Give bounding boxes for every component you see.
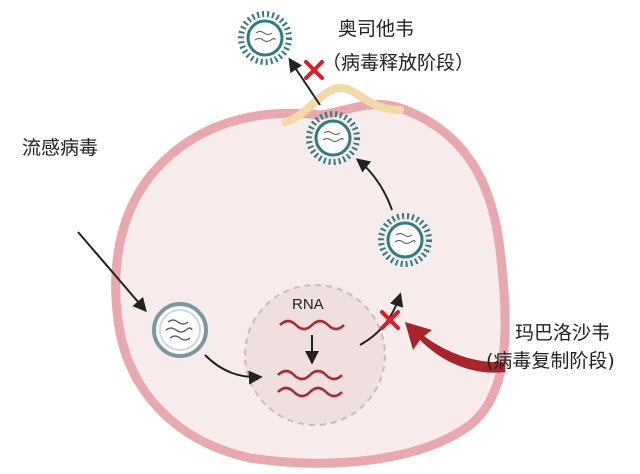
influenza-label: 流感病毒 — [22, 137, 99, 159]
drug-curved-arrow — [405, 322, 505, 373]
drug1-name-label: 奥司他韦 — [338, 18, 415, 40]
budding-membrane — [281, 83, 404, 126]
virus-inside-cell — [152, 302, 208, 358]
inhibit-x-release — [304, 60, 324, 80]
arrow-to-budding — [355, 158, 393, 211]
rna-label: RNA — [292, 296, 324, 313]
virus-assembled — [378, 213, 432, 267]
drug2-name-label: 玛巴洛沙韦 — [515, 322, 611, 344]
virus-released-top — [238, 11, 292, 65]
arrow-entry — [77, 231, 147, 313]
drug1-stage-label: （病毒释放阶段） — [322, 52, 475, 74]
rna-wave-top — [279, 319, 345, 331]
rna-wave-bottom-2 — [277, 386, 343, 398]
rna-wave-bottom-1 — [277, 369, 343, 381]
drug2-stage-label: (病毒复制阶段) — [486, 350, 615, 372]
cell-membrane — [111, 100, 510, 468]
inhibit-x-replication — [380, 310, 400, 330]
arrow-release — [288, 57, 321, 106]
virus-budding — [306, 111, 360, 165]
arrow-to-nucleus — [204, 354, 263, 385]
